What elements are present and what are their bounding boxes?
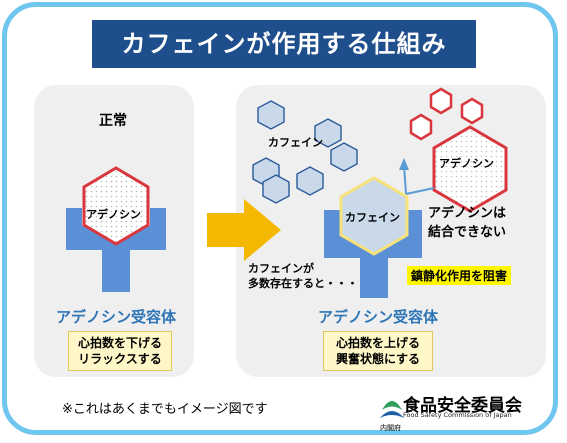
left-adenosine-label: アデノシン bbox=[86, 208, 141, 221]
left-effect-line1: 心拍数を下げる bbox=[77, 336, 162, 350]
page-title: カフェインが作用する仕組み bbox=[92, 20, 476, 68]
cannot-bind-text: アデノシンは 結合できない bbox=[428, 204, 506, 242]
caffeine-molecules bbox=[252, 100, 358, 204]
fsc-logo-mark bbox=[380, 401, 404, 418]
condition-line2: 多数存在すると・・・ bbox=[248, 277, 358, 290]
transition-arrow bbox=[207, 199, 281, 261]
right-effect-line2: 興奮状態にする bbox=[335, 352, 421, 366]
org-name-en: Food Safety Commission of Japan bbox=[403, 411, 512, 419]
blocked-adenosine-hexagon bbox=[432, 125, 508, 213]
block-tag: 鎮静化作用を阻害 bbox=[407, 266, 512, 285]
cabinet-office-label: 内閣府 bbox=[380, 424, 401, 432]
blocked-adenosine-label: アデノシン bbox=[439, 157, 494, 170]
condition-text: カフェインが 多数存在すると・・・ bbox=[248, 261, 358, 291]
bound-caffeine-label: カフェイン bbox=[345, 211, 400, 224]
org-name-ja: 食品安全委員会 bbox=[403, 396, 522, 416]
bound-caffeine-hexagon bbox=[339, 176, 409, 256]
right-receptor-label: アデノシン受容体 bbox=[318, 308, 439, 326]
normal-heading: 正常 bbox=[99, 113, 127, 129]
adenosine-molecules bbox=[409, 87, 484, 141]
right-effect-note: 心拍数を上げる 興奮状態にする bbox=[323, 331, 433, 371]
disclaimer-text: ※これはあくまでもイメージ図です bbox=[62, 402, 268, 417]
cannot-bind-line2: 結合できない bbox=[428, 225, 507, 240]
caffeine-label: カフェイン bbox=[268, 136, 323, 149]
cannot-bind-line1: アデノシンは bbox=[428, 206, 507, 221]
right-effect-line1: 心拍数を上げる bbox=[335, 336, 420, 350]
left-effect-line2: リラックスする bbox=[78, 352, 162, 366]
condition-line1: カフェインが bbox=[248, 262, 314, 275]
left-receptor-label: アデノシン受容体 bbox=[56, 308, 177, 326]
left-effect-note: 心拍数を下げる リラックスする bbox=[68, 331, 172, 371]
left-adenosine-hexagon bbox=[82, 166, 150, 246]
